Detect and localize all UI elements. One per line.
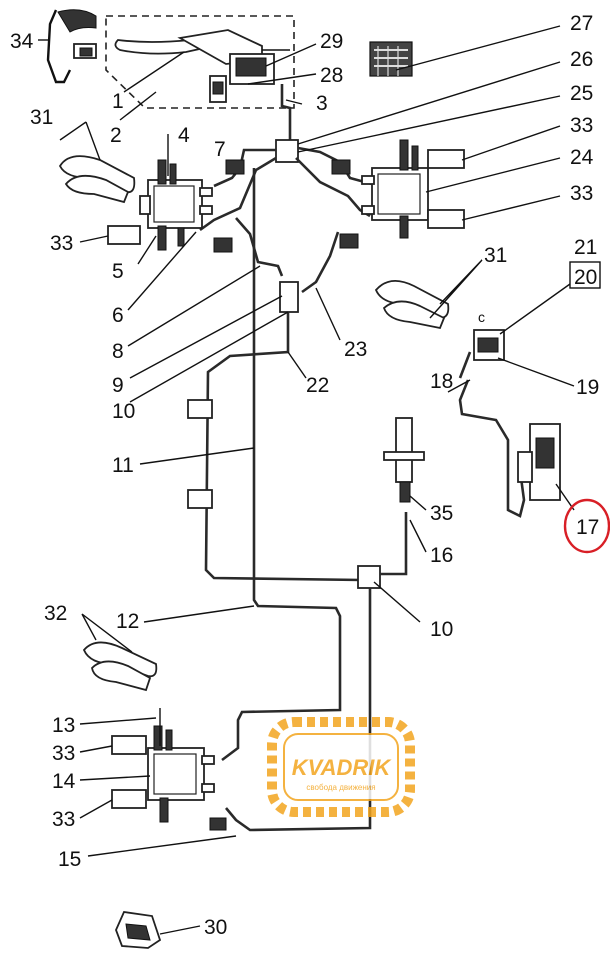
callout-2: 2 xyxy=(110,124,122,147)
rear-brake-switch xyxy=(383,417,425,503)
callout-10-a: 10 xyxy=(112,400,135,423)
callout-33-b: 33 xyxy=(570,182,593,205)
hose-clips xyxy=(213,159,359,253)
highlight-circle xyxy=(563,498,610,554)
callout-9: 9 xyxy=(112,374,124,397)
callout-4: 4 xyxy=(178,124,190,147)
callout-c: c xyxy=(478,309,485,325)
leader-lines xyxy=(38,25,575,935)
callout-13: 13 xyxy=(52,714,75,737)
callout-7: 7 xyxy=(214,138,226,161)
front-left-caliper xyxy=(139,134,213,251)
callout-33-a: 33 xyxy=(570,114,593,137)
callout-15: 15 xyxy=(58,848,81,871)
callout-29: 29 xyxy=(320,30,343,53)
callout-14: 14 xyxy=(52,770,76,793)
reservoir-cap xyxy=(369,41,413,77)
callout-8: 8 xyxy=(112,340,124,363)
caliper-bolts xyxy=(107,149,465,809)
callout-25: 25 xyxy=(570,82,593,105)
callout-6: 6 xyxy=(112,304,124,327)
brake-pads xyxy=(58,155,450,692)
mounting-plate xyxy=(115,911,162,949)
watermark-tagline: свобода движения xyxy=(306,783,375,792)
callout-35: 35 xyxy=(430,502,453,525)
callout-17: 17 xyxy=(576,516,599,539)
callout-31-b: 31 xyxy=(484,244,507,267)
callout-20: 20 xyxy=(574,266,597,289)
callout-31-a: 31 xyxy=(30,106,53,129)
rear-caliper xyxy=(147,708,227,831)
callout-22: 22 xyxy=(306,374,329,397)
callout-33-e: 33 xyxy=(52,808,75,831)
callout-34: 34 xyxy=(10,30,34,53)
callout-21: 21 xyxy=(574,236,597,259)
callout-32: 32 xyxy=(44,602,67,625)
callout-18: 18 xyxy=(430,370,453,393)
callout-28: 28 xyxy=(320,64,343,87)
callout-labels: 34 1 2 29 28 3 27 26 25 33 24 33 31 4 7 … xyxy=(10,12,599,939)
callout-11: 11 xyxy=(112,454,134,477)
callout-23: 23 xyxy=(344,338,367,361)
callout-33-c: 33 xyxy=(50,232,73,255)
callout-1: 1 xyxy=(112,90,124,113)
callout-19: 19 xyxy=(576,376,599,399)
frame-brackets xyxy=(187,399,213,509)
callout-5: 5 xyxy=(112,260,124,283)
callout-16: 16 xyxy=(430,544,453,567)
callout-33-d: 33 xyxy=(52,742,75,765)
kvadrik-watermark: KVADRIK свобода движения xyxy=(267,717,415,817)
front-right-caliper xyxy=(361,139,429,239)
front-master-cylinder-group xyxy=(105,15,295,109)
callout-26: 26 xyxy=(570,48,593,71)
callout-24: 24 xyxy=(570,146,594,169)
rear-master-cylinder xyxy=(458,329,561,518)
callout-27: 27 xyxy=(570,12,593,35)
label-box-20 xyxy=(569,261,601,289)
watermark-brand: KVADRIK xyxy=(292,755,393,780)
callout-30: 30 xyxy=(204,916,227,939)
callout-12: 12 xyxy=(116,610,139,633)
callout-3: 3 xyxy=(316,92,328,115)
parking-lever-group xyxy=(46,9,97,84)
callout-10-b: 10 xyxy=(430,618,453,641)
